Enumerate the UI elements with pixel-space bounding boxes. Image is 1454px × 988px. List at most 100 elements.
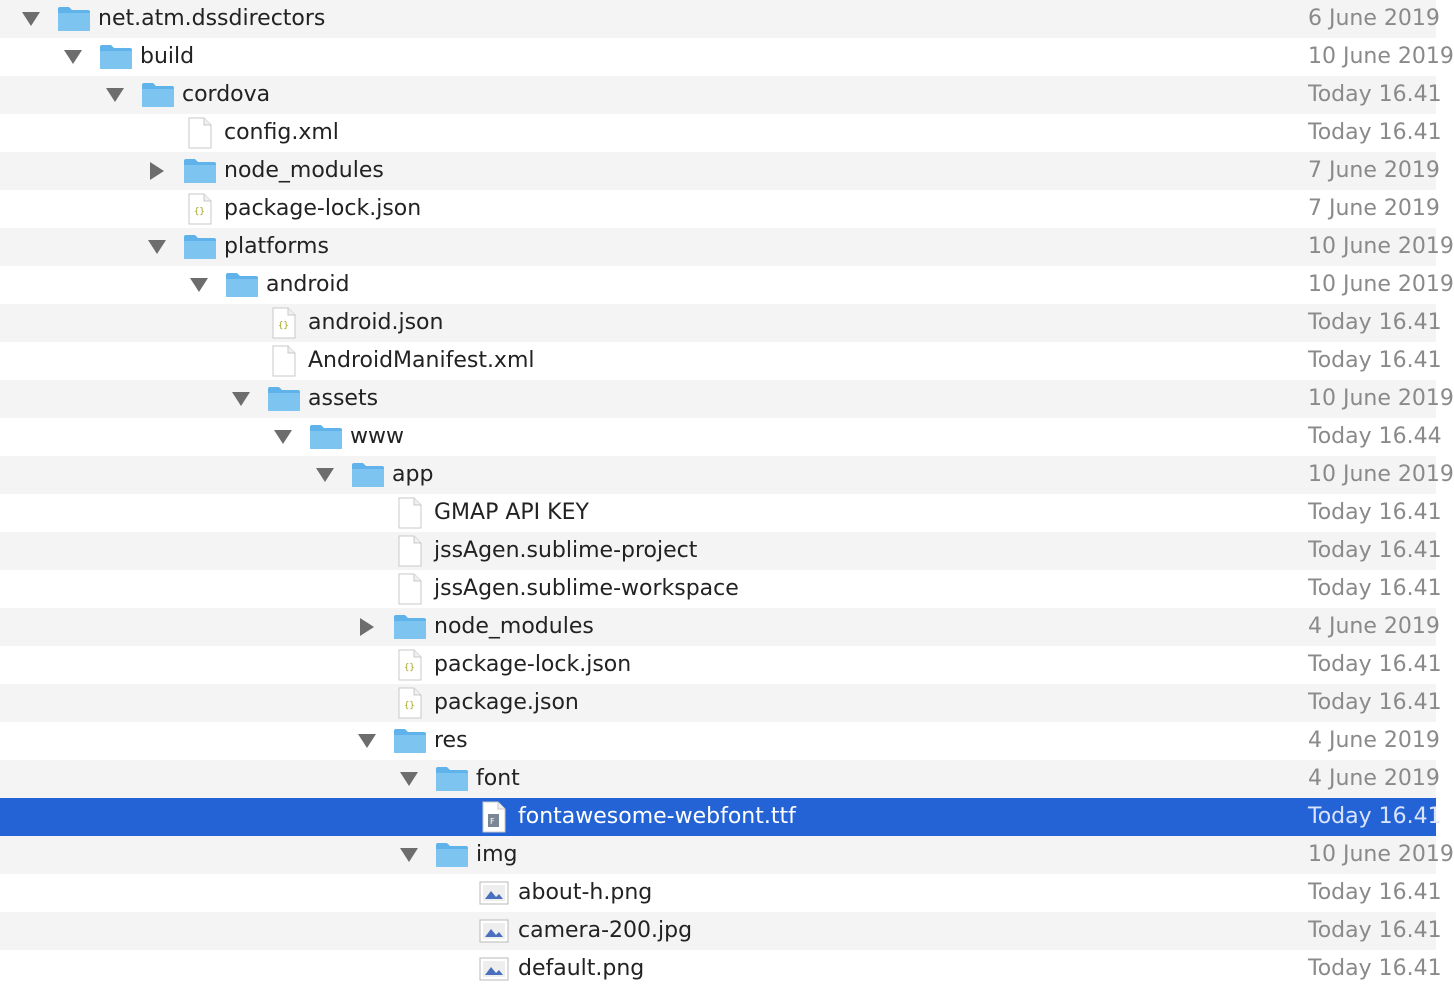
file-name: res (434, 728, 468, 753)
file-name: www (350, 424, 404, 449)
file-name: package-lock.json (224, 196, 422, 221)
image-file-icon (477, 874, 511, 912)
disclosure-expanded-icon[interactable] (270, 418, 296, 456)
disclosure-expanded-icon[interactable] (18, 0, 44, 38)
file-name: net.atm.dssdirectors (98, 6, 326, 31)
svg-text:{}: {} (404, 663, 415, 673)
date-modified: Today 16.41 (1308, 804, 1442, 829)
folder-icon (393, 722, 427, 760)
disclosure-collapsed-icon[interactable] (354, 608, 380, 646)
folder-icon (57, 0, 91, 38)
file-row[interactable]: net.atm.dssdirectors 6 June 2019 (0, 0, 1440, 38)
folder-icon (99, 38, 133, 76)
document-icon (393, 532, 427, 570)
folder-icon (183, 152, 217, 190)
file-name: default.png (518, 956, 645, 981)
date-modified: Today 16.44 (1308, 424, 1442, 449)
svg-text:{}: {} (404, 701, 415, 711)
disclosure-expanded-icon[interactable] (396, 836, 422, 874)
date-modified: 7 June 2019 (1308, 158, 1440, 183)
file-row[interactable]: www Today 16.44 (0, 418, 1442, 456)
file-name: config.xml (224, 120, 339, 145)
file-name: AndroidManifest.xml (308, 348, 535, 373)
folder-icon (435, 760, 469, 798)
date-modified: Today 16.41 (1308, 956, 1442, 981)
disclosure-expanded-icon[interactable] (312, 456, 338, 494)
file-row[interactable]: GMAP API KEY Today 16.41 (0, 494, 1442, 532)
disclosure-expanded-icon[interactable] (354, 722, 380, 760)
date-modified: Today 16.41 (1308, 880, 1442, 905)
file-row[interactable]: android 10 June 2019 (0, 266, 1454, 304)
folder-icon (183, 228, 217, 266)
svg-text:F: F (490, 817, 495, 826)
date-modified: 6 June 2019 (1308, 6, 1440, 31)
disclosure-expanded-icon[interactable] (186, 266, 212, 304)
folder-icon (435, 836, 469, 874)
file-row[interactable]: config.xml Today 16.41 (0, 114, 1442, 152)
disclosure-expanded-icon[interactable] (396, 760, 422, 798)
date-modified: Today 16.41 (1308, 918, 1442, 943)
image-file-icon (477, 950, 511, 988)
date-modified: 10 June 2019 (1308, 842, 1454, 867)
image-file-icon (477, 912, 511, 950)
document-icon (393, 494, 427, 532)
date-modified: 10 June 2019 (1308, 386, 1454, 411)
file-name: platforms (224, 234, 329, 259)
disclosure-expanded-icon[interactable] (60, 38, 86, 76)
file-name: GMAP API KEY (434, 500, 589, 525)
file-name: android (266, 272, 350, 297)
date-modified: Today 16.41 (1308, 690, 1442, 715)
date-modified: Today 16.41 (1308, 500, 1442, 525)
file-row[interactable]: about-h.png Today 16.41 (0, 874, 1442, 912)
document-icon (183, 114, 217, 152)
document-icon (393, 570, 427, 608)
date-modified: Today 16.41 (1308, 310, 1442, 335)
disclosure-expanded-icon[interactable] (102, 76, 128, 114)
svg-text:{}: {} (194, 207, 205, 217)
json-file-icon: {} (393, 646, 427, 684)
file-name: build (140, 44, 195, 69)
date-modified: 10 June 2019 (1308, 234, 1454, 259)
date-modified: 4 June 2019 (1308, 766, 1440, 791)
date-modified: Today 16.41 (1308, 120, 1442, 145)
disclosure-expanded-icon[interactable] (228, 380, 254, 418)
svg-text:{}: {} (278, 321, 289, 331)
disclosure-expanded-icon[interactable] (144, 228, 170, 266)
folder-icon (141, 76, 175, 114)
disclosure-collapsed-icon[interactable] (144, 152, 170, 190)
file-name: about-h.png (518, 880, 653, 905)
file-row[interactable]: platforms 10 June 2019 (0, 228, 1454, 266)
folder-icon (267, 380, 301, 418)
json-file-icon: {} (183, 190, 217, 228)
date-modified: Today 16.41 (1308, 538, 1442, 563)
file-name: jssAgen.sublime-workspace (434, 576, 739, 601)
folder-icon (393, 608, 427, 646)
folder-icon (225, 266, 259, 304)
file-row[interactable]: default.png Today 16.41 (0, 950, 1442, 988)
date-modified: 10 June 2019 (1308, 462, 1454, 487)
file-row[interactable]: build 10 June 2019 (0, 38, 1454, 76)
date-modified: 10 June 2019 (1308, 44, 1454, 69)
date-modified: 4 June 2019 (1308, 614, 1440, 639)
date-modified: 10 June 2019 (1308, 272, 1454, 297)
folder-icon (351, 456, 385, 494)
font-file-icon: F (477, 798, 511, 836)
